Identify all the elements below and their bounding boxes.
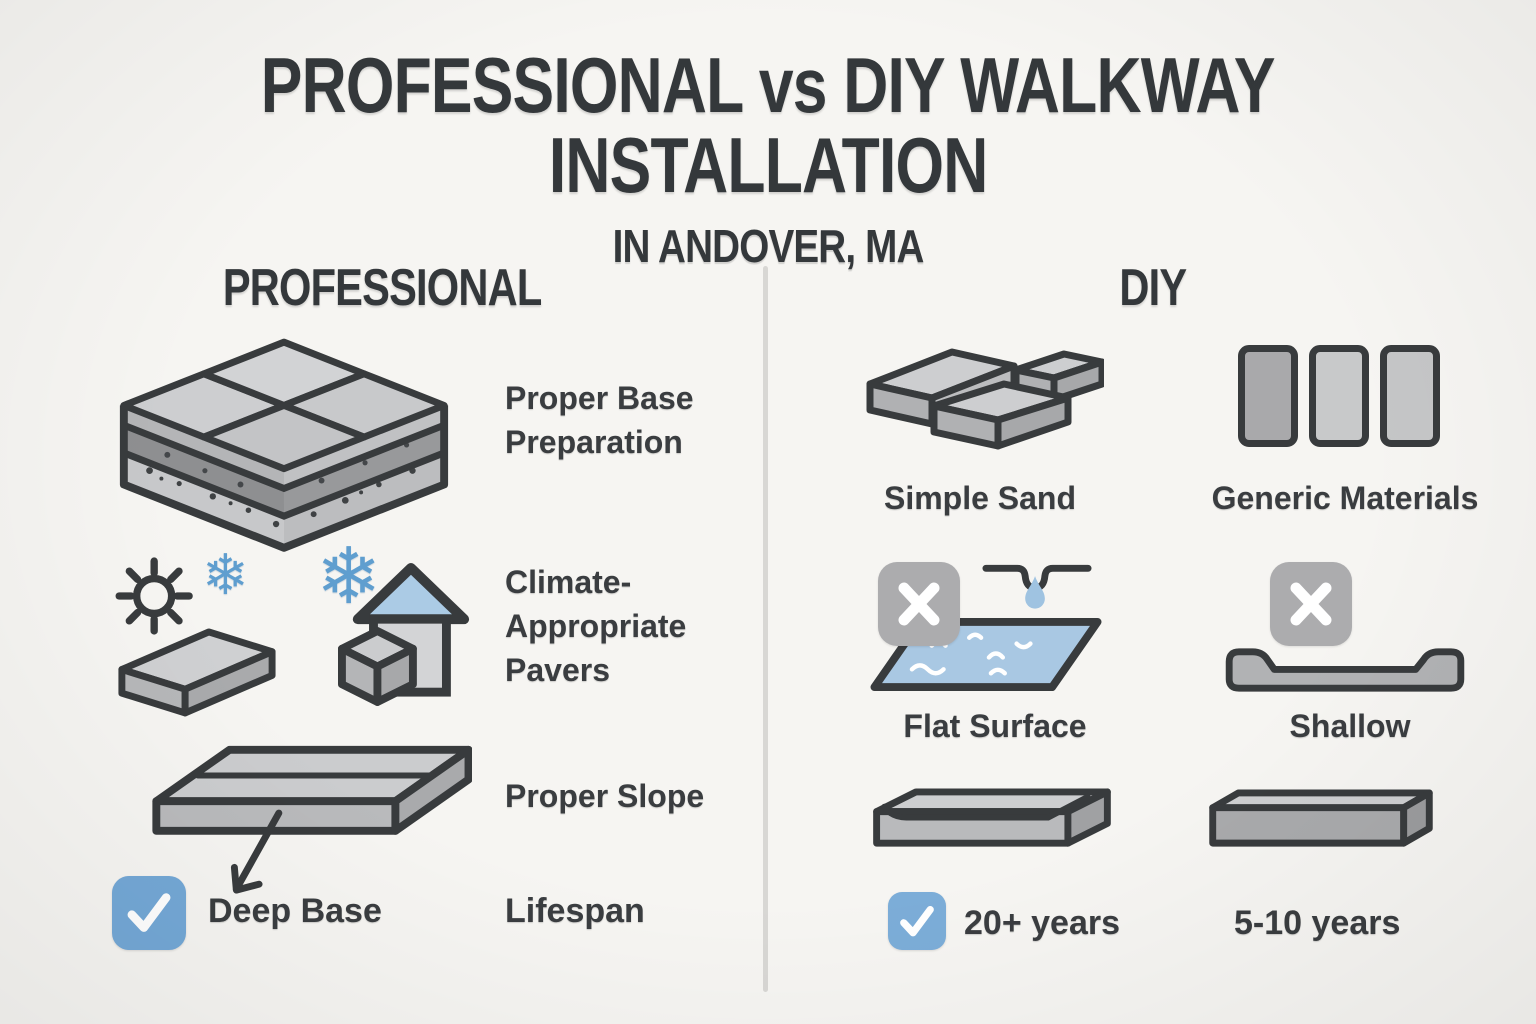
feature-label-climate-pavers: Climate-Appropriate Pavers: [505, 564, 687, 689]
shallow-tray-illustration: [1225, 648, 1465, 692]
feature-label-20-years: 20+ years: [964, 904, 1120, 942]
column-divider: [763, 266, 768, 992]
x-mark-tile: [1270, 562, 1352, 646]
feature-label-simple-sand: Simple Sand: [883, 480, 1077, 516]
recessed-slab-illustration: [873, 788, 1111, 847]
title-line-1-text: PROFESSIONAL vs DIY WALKWAY: [260, 41, 1276, 129]
three-material-swatches-illustration: [1238, 345, 1440, 447]
subtitle-text: IN ANDOVER, MA: [612, 220, 925, 273]
professional-column-header: PROFESSIONAL: [0, 258, 764, 318]
house-and-paver-cube-illustration: [338, 563, 470, 706]
x-mark-tile: [878, 562, 960, 646]
title-line-2-text: INSTALLATION: [548, 120, 988, 209]
title-block: PROFESSIONAL vs DIY WALKWAY INSTALLATION…: [0, 41, 1536, 273]
sloped-slab-illustration: [152, 745, 472, 894]
water-drip-icon: [982, 564, 1092, 609]
feature-label-flat-surface: Flat Surface: [903, 708, 1087, 744]
title-line-2: INSTALLATION: [0, 120, 1536, 209]
material-swatch: [1309, 345, 1369, 447]
diy-header-text: DIY: [1119, 259, 1188, 317]
feature-label-proper-base: Proper Base Preparation: [505, 380, 694, 461]
diy-column-header: DIY: [770, 258, 1536, 318]
loose-paver-cluster-illustration: [866, 348, 1104, 450]
feature-label-shallow: Shallow: [1289, 708, 1411, 744]
material-swatch: [1238, 345, 1298, 447]
check-icon: [900, 905, 934, 936]
snowflake-icon: ❄: [202, 543, 249, 608]
check-icon: [127, 893, 171, 932]
professional-header-text: PROFESSIONAL: [222, 259, 542, 317]
paver-brick-illustration: [118, 628, 276, 717]
feature-label-generic-materials: Generic Materials: [1211, 480, 1479, 516]
layered-paver-base-illustration: [119, 338, 449, 552]
subtitle: IN ANDOVER, MA: [0, 219, 1536, 273]
feature-label-lifespan: Lifespan: [505, 892, 645, 930]
sun-icon: [115, 557, 193, 635]
feature-label-deep-base: Deep Base: [208, 892, 382, 930]
feature-label-5-10-years: 5-10 years: [1234, 904, 1401, 942]
slope-arrow-icon: [230, 809, 283, 894]
title-line-1: PROFESSIONAL vs DIY WALKWAY: [0, 41, 1536, 129]
material-swatch: [1380, 345, 1440, 447]
plain-slab-illustration: [1209, 789, 1433, 847]
x-icon: [898, 582, 940, 626]
x-icon: [1290, 582, 1332, 626]
checked-checkbox-icon: [888, 892, 946, 950]
feature-label-proper-slope: Proper Slope: [505, 778, 705, 814]
checked-checkbox-icon: [112, 876, 186, 950]
